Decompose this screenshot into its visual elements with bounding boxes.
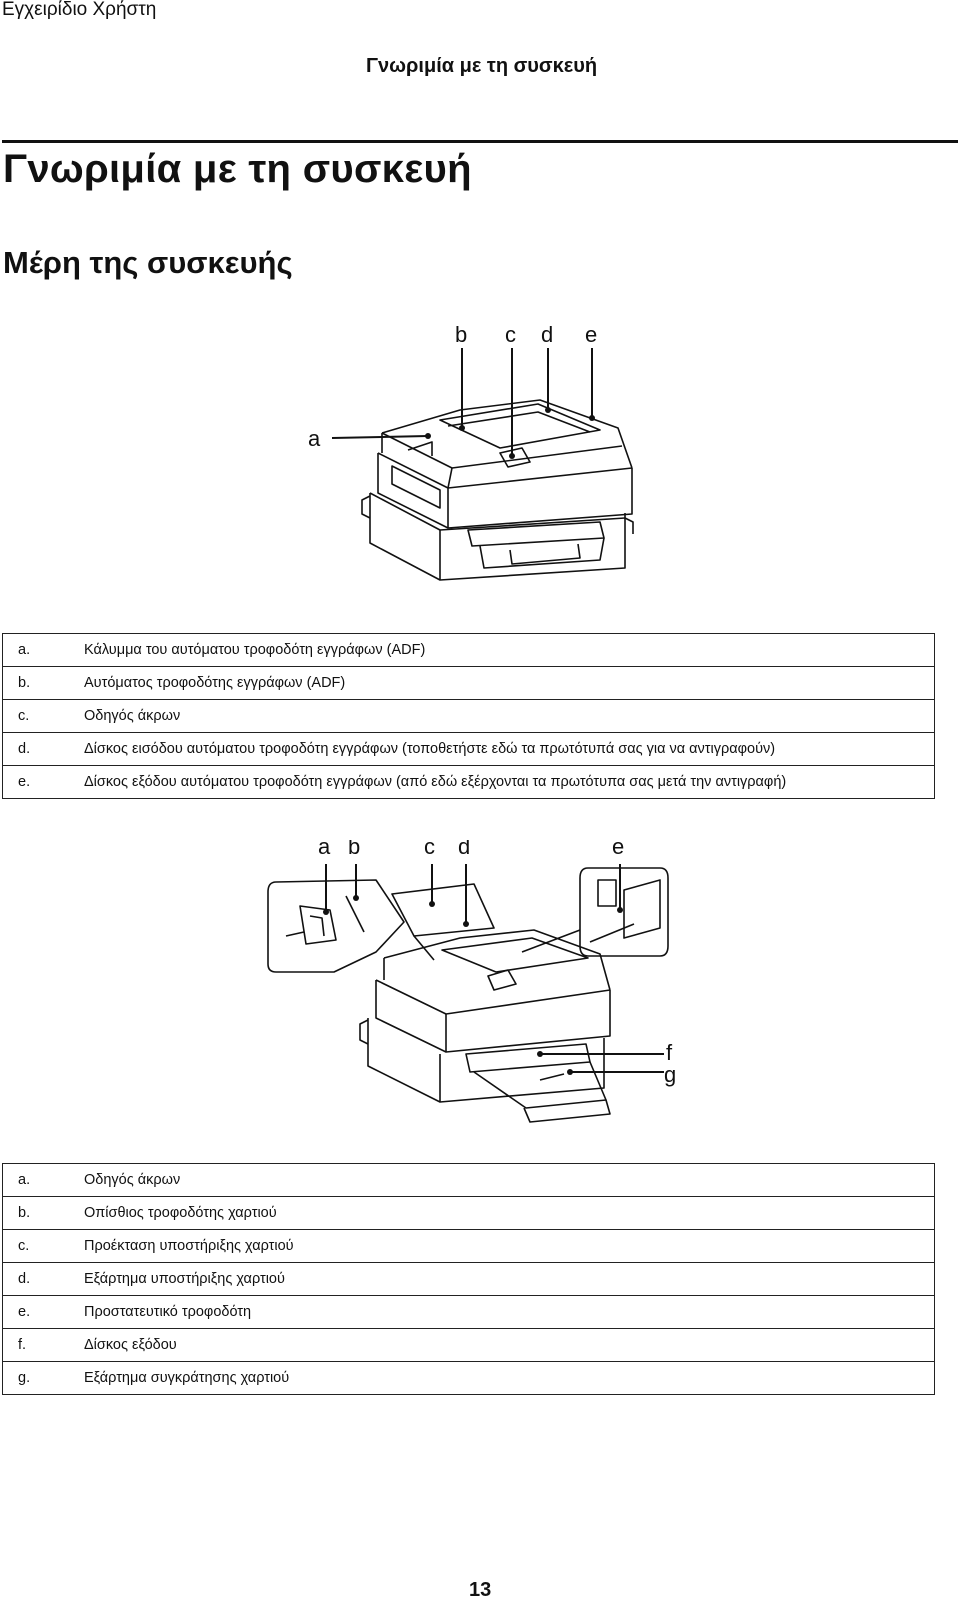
- row-letter: e.: [2, 765, 75, 799]
- printer-front-diagram: a b c d e: [308, 322, 634, 581]
- rear-parts-table: a.Οδηγός άκρων b.Οπίσθιος τροφοδότης χαρ…: [2, 1163, 935, 1395]
- row-letter: a.: [2, 1163, 75, 1197]
- table-row: a.Οδηγός άκρων: [2, 1163, 935, 1197]
- section-title: Μέρη της συσκευής: [3, 245, 293, 280]
- row-description: Δίσκος εισόδου αυτόματου τροφοδότη εγγρά…: [75, 732, 935, 766]
- table-row: e.Προστατευτικό τροφοδότη: [2, 1295, 935, 1329]
- callout-d: d: [458, 840, 470, 859]
- chapter-rule: [2, 140, 958, 143]
- table-row: b.Οπίσθιος τροφοδότης χαρτιού: [2, 1196, 935, 1230]
- row-description: Εξάρτημα υποστήριξης χαρτιού: [75, 1262, 935, 1296]
- table-row: e.Δίσκος εξόδου αυτόματου τροφοδότη εγγρ…: [2, 765, 935, 799]
- callout-a: a: [318, 840, 331, 859]
- chapter-title: Γνωριμία με τη συσκευή: [3, 147, 472, 191]
- front-parts-table: a.Κάλυμμα του αυτόματου τροφοδότη εγγράφ…: [2, 633, 935, 799]
- row-description: Προστατευτικό τροφοδότη: [75, 1295, 935, 1329]
- running-header-section: Γνωριμία με τη συσκευή: [366, 55, 598, 77]
- row-letter: a.: [2, 633, 75, 667]
- callout-d: d: [541, 322, 553, 347]
- printer-rear-feed-diagram: a b c d e f g: [267, 840, 676, 1123]
- row-description: Κάλυμμα του αυτόματου τροφοδότη εγγράφων…: [75, 633, 935, 667]
- row-description: Οδηγός άκρων: [75, 1163, 935, 1197]
- callout-e: e: [585, 322, 597, 347]
- row-letter: e.: [2, 1295, 75, 1329]
- table-row: c.Προέκταση υποστήριξης χαρτιού: [2, 1229, 935, 1263]
- page-number: 13: [469, 1579, 492, 1601]
- callout-e: e: [612, 840, 624, 859]
- table-row: d.Εξάρτημα υποστήριξης χαρτιού: [2, 1262, 935, 1296]
- row-letter: f.: [2, 1328, 75, 1362]
- row-letter: d.: [2, 732, 75, 766]
- row-letter: c.: [2, 699, 75, 733]
- callout-g: g: [664, 1062, 676, 1087]
- row-letter: c.: [2, 1229, 75, 1263]
- row-description: Αυτόματος τροφοδότης εγγράφων (ADF): [75, 666, 935, 700]
- table-row: g.Εξάρτημα συγκράτησης χαρτιού: [2, 1361, 935, 1395]
- row-description: Οπίσθιος τροφοδότης χαρτιού: [75, 1196, 935, 1230]
- row-description: Προέκταση υποστήριξης χαρτιού: [75, 1229, 935, 1263]
- row-description: Εξάρτημα συγκράτησης χαρτιού: [75, 1361, 935, 1395]
- callout-b: b: [455, 322, 467, 347]
- table-row: b.Αυτόματος τροφοδότης εγγράφων (ADF): [2, 666, 935, 700]
- row-letter: g.: [2, 1361, 75, 1395]
- callout-a: a: [308, 426, 321, 451]
- running-header-title: Εγχειρίδιο Χρήστη: [2, 0, 157, 20]
- callout-c: c: [505, 322, 516, 347]
- row-letter: b.: [2, 1196, 75, 1230]
- row-letter: b.: [2, 666, 75, 700]
- table-row: c.Οδηγός άκρων: [2, 699, 935, 733]
- table-row: f.Δίσκος εξόδου: [2, 1328, 935, 1362]
- row-description: Οδηγός άκρων: [75, 699, 935, 733]
- callout-c: c: [424, 840, 435, 859]
- table-row: a.Κάλυμμα του αυτόματου τροφοδότη εγγράφ…: [2, 633, 935, 667]
- row-letter: d.: [2, 1262, 75, 1296]
- row-description: Δίσκος εξόδου: [75, 1328, 935, 1362]
- callout-f: f: [666, 1040, 673, 1065]
- callout-b: b: [348, 840, 360, 859]
- table-row: d.Δίσκος εισόδου αυτόματου τροφοδότη εγγ…: [2, 732, 935, 766]
- row-description: Δίσκος εξόδου αυτόματου τροφοδότη εγγράφ…: [75, 765, 935, 799]
